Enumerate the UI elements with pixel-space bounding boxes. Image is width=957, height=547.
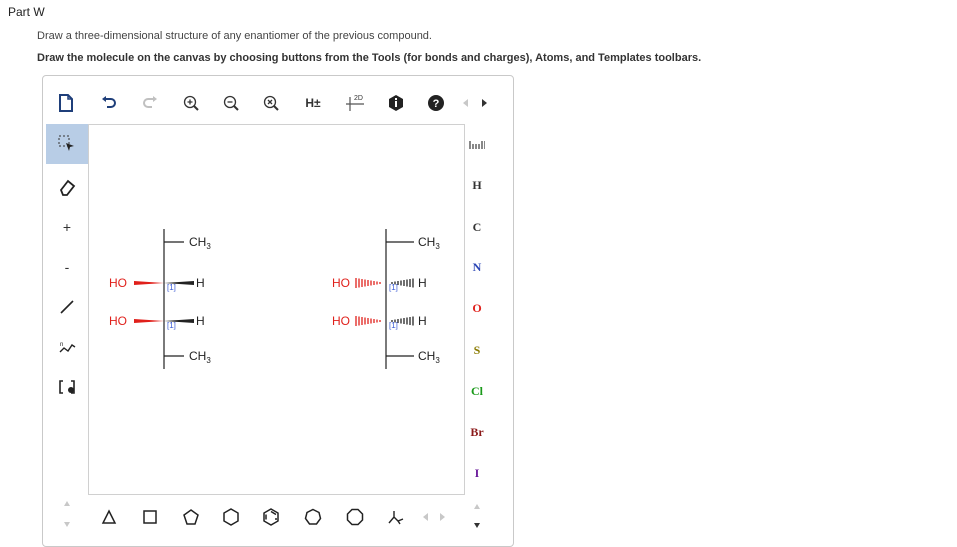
redo-icon[interactable]: [137, 92, 163, 114]
atom-symbol: I: [474, 466, 480, 480]
left-wedge-ho-1[interactable]: [134, 281, 164, 285]
single-bond-icon[interactable]: [52, 292, 82, 322]
bracket-tool-icon[interactable]: [52, 372, 82, 402]
left-ho-2[interactable]: HO: [109, 314, 127, 328]
molecule-right: CH3 CH3 HO H HO H [1] [1]: [332, 229, 440, 369]
right-h-2[interactable]: H: [418, 314, 427, 328]
drawing-canvas[interactable]: [88, 124, 465, 495]
atom-button-c[interactable]: C: [464, 220, 490, 235]
templates-scroll-left-icon[interactable]: [420, 506, 432, 528]
svg-text:?: ?: [433, 98, 440, 110]
right-hash-ho-2[interactable]: [355, 316, 381, 326]
right-stereo-tag-2: [1]: [389, 321, 398, 330]
negative-charge-button[interactable]: -: [64, 259, 70, 275]
cyclooctane-template-icon[interactable]: [342, 506, 368, 528]
left-toolbar-scroll-icon[interactable]: [52, 494, 82, 534]
atom-symbol: H: [472, 178, 482, 192]
atom-symbol: Br: [470, 425, 484, 439]
zoom-out-icon[interactable]: [218, 92, 244, 114]
left-stereo-tag-2: [1]: [167, 321, 176, 330]
left-stereo-tag-1: [1]: [167, 283, 176, 292]
left-wedge-h-2[interactable]: [164, 319, 194, 323]
toolbar-scroll-right-icon[interactable]: [478, 92, 490, 114]
right-ho-2[interactable]: HO: [332, 314, 350, 328]
atom-symbol: Cl: [471, 384, 483, 398]
left-h-2[interactable]: H: [196, 314, 205, 328]
clean-2d-button[interactable]: 2D: [342, 92, 368, 114]
molecule-drawing: CH3 CH3 HO H HO H [1] [1] CH3 CH3 HO H: [109, 229, 440, 369]
select-tool-button[interactable]: [46, 124, 88, 164]
toolbar-scroll-left-icon[interactable]: [460, 92, 472, 114]
left-wedge-ho-2[interactable]: [134, 319, 164, 323]
right-h-1[interactable]: H: [418, 276, 427, 290]
zoom-reset-icon[interactable]: [258, 92, 284, 114]
info-icon[interactable]: [383, 92, 409, 114]
atom-button-i[interactable]: I: [464, 466, 490, 481]
atom-button-o[interactable]: O: [464, 301, 490, 316]
atom-button-s[interactable]: S: [464, 343, 490, 358]
undo-icon[interactable]: [96, 92, 122, 114]
cyclopropane-template-icon[interactable]: [96, 506, 122, 528]
cyclobutane-template-icon[interactable]: [137, 506, 163, 528]
cyclopentane-template-icon[interactable]: [178, 506, 204, 528]
right-top-methyl[interactable]: CH3: [418, 235, 440, 251]
instruction-line-1: Draw a three-dimensional structure of an…: [37, 30, 432, 42]
right-ho-1[interactable]: HO: [332, 276, 350, 290]
instruction-line-2: Draw the molecule on the canvas by choos…: [37, 52, 702, 64]
new-document-icon[interactable]: [53, 92, 79, 114]
atom-symbol: N: [472, 260, 482, 274]
lasso-select-icon: [58, 135, 74, 151]
right-hash-ho-1[interactable]: [355, 278, 381, 288]
cyclohexane-template-icon[interactable]: [218, 506, 244, 528]
left-bottom-methyl[interactable]: CH3: [189, 349, 211, 365]
left-h-1[interactable]: H: [196, 276, 205, 290]
atom-button-n[interactable]: N: [464, 260, 490, 275]
atom-symbol: C: [472, 220, 482, 234]
right-hash-h-2[interactable]: [391, 316, 414, 326]
right-hash-h-1[interactable]: [391, 278, 414, 288]
atoms-scroll-icon[interactable]: [464, 500, 490, 532]
atom-button-br[interactable]: Br: [464, 425, 490, 440]
molecule-left: CH3 CH3 HO H HO H [1] [1]: [109, 229, 211, 369]
toggle-hydrogens-button[interactable]: H±: [305, 96, 321, 110]
custom-template-icon[interactable]: [383, 506, 409, 528]
benzene-template-icon[interactable]: [258, 506, 284, 528]
left-ho-1[interactable]: HO: [109, 276, 127, 290]
zoom-in-icon[interactable]: [178, 92, 204, 114]
svg-text:n: n: [60, 342, 63, 348]
cycloheptane-template-icon[interactable]: [300, 506, 326, 528]
right-bottom-methyl[interactable]: CH3: [418, 349, 440, 365]
atom-symbol: O: [472, 301, 482, 315]
atom-button-cl[interactable]: Cl: [464, 384, 490, 399]
left-wedge-h-1[interactable]: [164, 281, 194, 285]
periodic-table-icon[interactable]: [464, 134, 490, 156]
help-icon[interactable]: ?: [423, 92, 449, 114]
chain-tool-icon[interactable]: n: [52, 332, 82, 362]
templates-scroll-right-icon[interactable]: [436, 506, 448, 528]
positive-charge-button[interactable]: +: [62, 219, 72, 235]
clean-2d-label: 2D: [354, 95, 363, 102]
right-stereo-tag-1: [1]: [389, 283, 398, 292]
left-top-methyl[interactable]: CH3: [189, 235, 211, 251]
atom-button-h[interactable]: H: [464, 178, 490, 193]
part-title: Part W: [8, 5, 45, 19]
eraser-icon[interactable]: [52, 172, 82, 202]
atom-symbol: S: [473, 343, 481, 357]
